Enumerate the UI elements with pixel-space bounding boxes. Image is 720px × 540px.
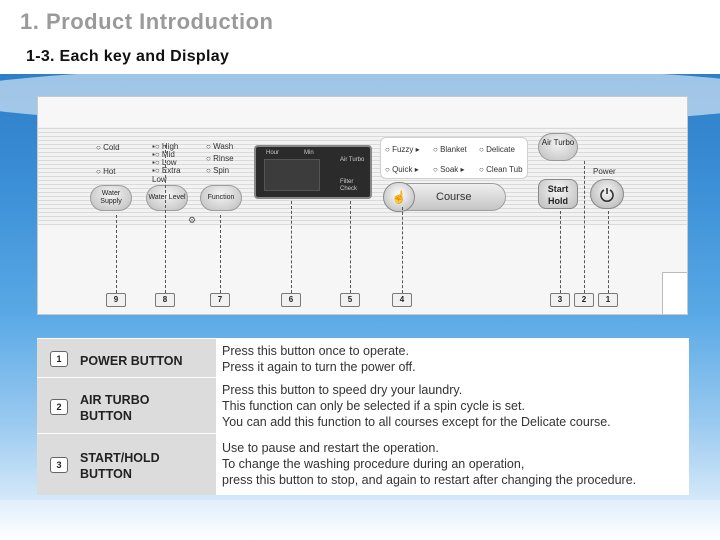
marker-5: 5: [340, 293, 360, 307]
course-button-label: Course: [436, 191, 472, 203]
marker-4: 4: [392, 293, 412, 307]
marker-7: 7: [210, 293, 230, 307]
slide-subtitle: 1-3. Each key and Display: [26, 48, 230, 65]
key-name-line: BUTTON: [80, 409, 132, 423]
leader-line-1: [608, 211, 609, 293]
marker-3: 3: [550, 293, 570, 307]
marker-9: 9: [106, 293, 126, 307]
course-delicate: ○ Delicate: [479, 145, 515, 154]
water-level-button[interactable]: Water Level: [146, 185, 188, 211]
key-number: 3: [50, 457, 68, 473]
option-mid: ▪○ Mid: [152, 150, 175, 159]
description-line: Use to pause and restart the operation.: [222, 441, 439, 455]
display-hour-label: Hour: [266, 150, 280, 156]
power-icon: [600, 188, 614, 202]
background-bottom: [0, 500, 720, 540]
course-quick: ○ Quick ▸: [385, 165, 419, 174]
display-screen: [264, 159, 320, 191]
key-name-cell: 1 POWER BUTTON: [37, 338, 216, 377]
key-number: 2: [50, 399, 68, 415]
description-line: Press this button to speed dry your laun…: [222, 383, 463, 397]
description-line: You can add this function to all courses…: [222, 415, 611, 429]
course-fuzzy: ○ Fuzzy ▸: [385, 145, 420, 154]
power-label: Power: [593, 167, 616, 176]
option-wash: ○ Wash: [206, 142, 234, 151]
option-high: ▪○ High: [152, 142, 179, 151]
key-description-cell: Use to pause and restart the operation. …: [216, 433, 689, 495]
lcd-display: Hour Min Air Turbo Filter Check: [254, 145, 372, 199]
display-air-turbo-label: Air Turbo: [340, 157, 365, 163]
leader-line-9: [116, 215, 117, 293]
hold-label: Hold: [548, 196, 568, 206]
leader-line-6: [291, 201, 292, 293]
function-button[interactable]: Function: [200, 185, 242, 211]
table-row: 2 AIR TURBO BUTTON Press this button to …: [37, 377, 689, 433]
marker-8: 8: [155, 293, 175, 307]
course-options-box: ○ Fuzzy ▸ ○ Blanket ○ Delicate ○ Quick ▸…: [380, 137, 528, 179]
option-low: ▪○ Low: [152, 158, 177, 167]
description-line: Press it again to turn the power off.: [222, 360, 416, 374]
key-description-cell: Press this button once to operate. Press…: [216, 338, 689, 377]
option-hot: ○ Hot: [96, 167, 116, 176]
panel-edge-box: [662, 272, 687, 314]
power-button[interactable]: [590, 179, 624, 209]
display-min-label: Min: [304, 150, 314, 156]
marker-6: 6: [281, 293, 301, 307]
marker-1: 1: [598, 293, 618, 307]
key-name-cell: 3 START/HOLD BUTTON: [37, 433, 216, 495]
key-description-cell: Press this button to speed dry your laun…: [216, 377, 689, 433]
water-supply-button[interactable]: Water Supply: [90, 185, 132, 211]
key-name-cell: 2 AIR TURBO BUTTON: [37, 377, 216, 433]
control-panel-image: ○ Cold ○ Hot ▪○ High ▪○ Mid ▪○ Low ▪○ Ex…: [37, 96, 688, 315]
key-name-line: BUTTON: [80, 467, 132, 481]
key-name-line: AIR TURBO: [80, 393, 150, 407]
air-turbo-button[interactable]: Air Turbo: [538, 133, 578, 161]
leader-line-4: [402, 207, 403, 293]
lock-icon: ⚙: [188, 215, 197, 225]
slide-title: 1. Product Introduction: [20, 9, 274, 34]
option-cold: ○ Cold: [96, 143, 120, 152]
option-spin: ○ Spin: [206, 166, 230, 175]
key-description-table: 1 POWER BUTTON Press this button once to…: [37, 338, 689, 495]
course-clean-tub: ○ Clean Tub: [479, 165, 523, 174]
leader-line-8: [165, 145, 166, 293]
leader-line-7: [220, 215, 221, 293]
key-name-line: POWER BUTTON: [80, 354, 183, 368]
option-extra-low: ▪○ Extra Low: [152, 166, 181, 184]
course-blanket: ○ Blanket: [433, 145, 467, 154]
description-line: Press this button once to operate.: [222, 344, 409, 358]
start-label: Start: [547, 184, 569, 194]
description-line: To change the washing procedure during a…: [222, 457, 525, 471]
key-number: 1: [50, 351, 68, 367]
table-row: 1 POWER BUTTON Press this button once to…: [37, 338, 689, 377]
option-rinse: ○ Rinse: [206, 154, 234, 163]
leader-line-2: [584, 161, 585, 293]
start-hold-button[interactable]: Start Hold: [538, 179, 578, 209]
leader-line-5: [350, 201, 351, 293]
course-soak: ○ Soak ▸: [433, 165, 465, 174]
key-name-line: START/HOLD: [80, 451, 160, 465]
leader-line-3: [560, 211, 561, 293]
marker-2: 2: [574, 293, 594, 307]
hand-icon: ☝: [383, 182, 415, 212]
description-line: This function can only be selected if a …: [222, 399, 525, 413]
display-filter-check-label: Filter Check: [340, 179, 358, 192]
table-row: 3 START/HOLD BUTTON Use to pause and res…: [37, 433, 689, 495]
description-line: press this button to stop, and again to …: [222, 473, 637, 487]
panel-top-strip: [38, 97, 687, 127]
